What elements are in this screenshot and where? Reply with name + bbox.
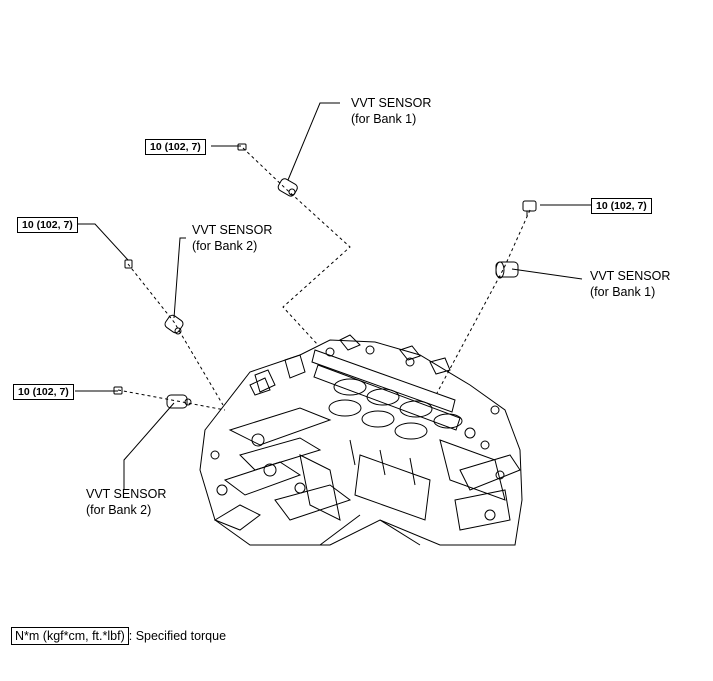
legend-description: : Specified torque xyxy=(128,629,227,643)
legend-units-box: N*m (kgf*cm, ft.*lbf) xyxy=(11,627,129,645)
sensor-upper-bank2 xyxy=(164,314,184,335)
sensor-right-bank1 xyxy=(495,261,519,279)
sensor-top-bank1 xyxy=(277,178,298,197)
torque-spec-lower-left: 10 (102, 7) xyxy=(13,384,74,400)
torque-spec-upper-left: 10 (102, 7) xyxy=(17,217,78,233)
leader-lines xyxy=(75,102,591,490)
vvt-sensor-bank2-upper-label: VVT SENSOR (for Bank 2) xyxy=(192,222,272,254)
torque-spec-right: 10 (102, 7) xyxy=(591,198,652,214)
engine-block xyxy=(199,334,523,546)
sensor-lower-bank2 xyxy=(166,394,192,409)
label-line2: (for Bank 2) xyxy=(86,503,152,517)
label-line2: (for Bank 2) xyxy=(192,239,258,253)
bolt-upper-left xyxy=(124,259,133,269)
label-line1: VVT SENSOR xyxy=(192,223,273,237)
bolt-lower-left xyxy=(113,386,123,395)
label-line1: VVT SENSOR xyxy=(351,96,432,110)
label-line1: VVT SENSOR xyxy=(590,269,671,283)
torque-spec-top-left: 10 (102, 7) xyxy=(145,139,206,155)
vvt-sensor-bank1-top-label: VVT SENSOR (for Bank 1) xyxy=(351,95,431,127)
vvt-sensor-bank2-lower-label: VVT SENSOR (for Bank 2) xyxy=(86,486,166,518)
label-line2: (for Bank 1) xyxy=(351,112,417,126)
dashed-guides xyxy=(117,147,531,411)
label-line1: VVT SENSOR xyxy=(86,487,167,501)
vvt-sensor-bank1-right-label: VVT SENSOR (for Bank 1) xyxy=(590,268,670,300)
label-line2: (for Bank 1) xyxy=(590,285,656,299)
torque-legend: N*m (kgf*cm, ft.*lbf): Specified torque xyxy=(11,627,227,645)
bolt-top xyxy=(237,143,247,151)
bolt-right xyxy=(522,200,537,217)
